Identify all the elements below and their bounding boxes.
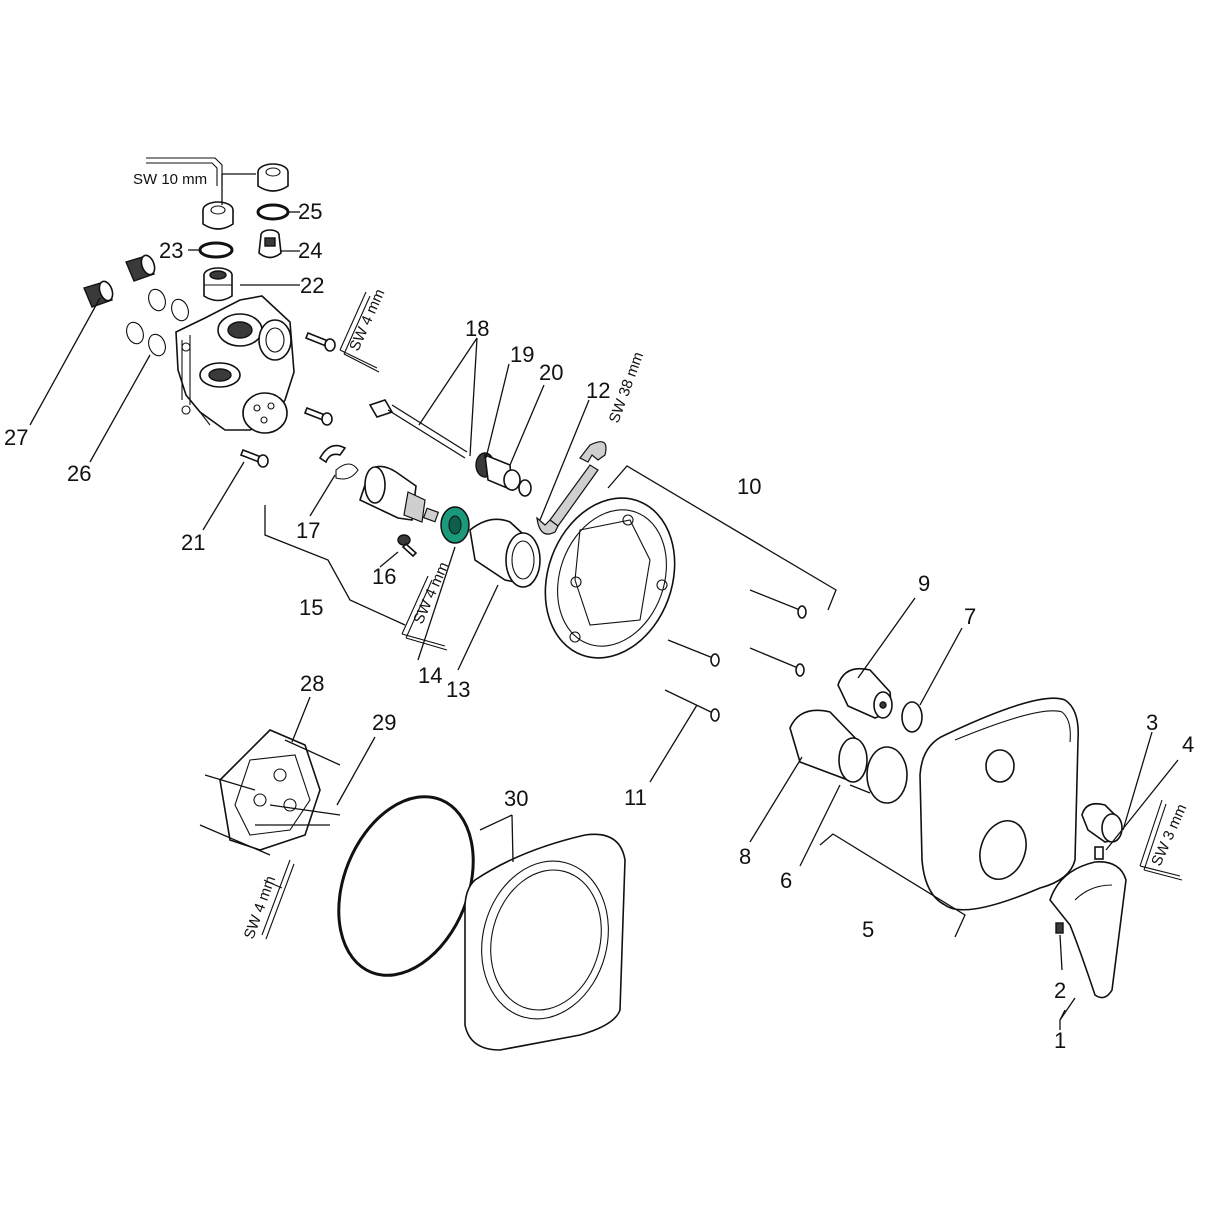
part-28-plaster-guard [199,729,341,856]
callout-6: 6 [780,868,792,893]
part-16-screw [397,534,418,558]
part-9-sleeve [837,667,893,719]
part-3-knob [1081,802,1123,843]
hex-key-4-bottom-icon [261,859,295,940]
callout-26: 26 [67,461,91,486]
callout-24: 24 [298,238,322,263]
tool-label-sw4-mid: SW 4 mm [410,560,452,627]
callout-20: 20 [539,360,563,385]
screw-middle [303,406,333,426]
callout-15: 15 [299,595,323,620]
callout-30: 30 [504,786,528,811]
part-11-bolts [664,589,807,722]
callout-17: 17 [296,518,320,543]
callout-5: 5 [862,917,874,942]
callout-8: 8 [739,844,751,869]
callout-21: 21 [181,530,205,555]
tool-label-sw4-bottom: SW 4 mm [241,874,279,942]
callout-1: 1 [1054,1028,1066,1053]
part-30-frame [464,833,626,1051]
callout-25: 25 [298,199,322,224]
part-29-seal-ring [337,795,475,977]
leader-lines [29,173,1179,1030]
callout-7: 7 [964,604,976,629]
tool-label-sw10: SW 10 mm [133,171,207,188]
callout-19: 19 [510,342,534,367]
callout-14: 14 [418,663,442,688]
part-7-oring [901,701,923,733]
part-14-green-ring [440,506,470,544]
part-2-grub-screw [1055,922,1064,934]
callout-28: 28 [300,671,324,696]
hex-key-4-mid-icon [401,575,448,651]
part-22-cartridge [203,267,233,302]
part-13-sleeve [469,518,541,588]
part-10-mounting-plate [544,497,676,659]
part-25-cap-top [257,163,289,192]
callout-12: 12 [586,378,610,403]
hex-key-4-top-icon [339,291,380,373]
part-12-wrench [536,441,607,535]
callout-2: 2 [1054,978,1066,1003]
callout-11: 11 [624,785,647,810]
callout-10: 10 [737,474,761,499]
callout-29: 29 [372,710,396,735]
callout-22: 22 [300,273,324,298]
callout-4: 4 [1182,732,1194,757]
part-21-screw [239,448,269,468]
part-27-nipple-a [125,254,156,282]
tool-label-sw3: SW 3 mm [1148,802,1190,869]
part-26-rings [126,288,189,357]
callout-16: 16 [372,564,396,589]
part-27-nipple-b [83,280,114,308]
part-19-20-valve-insert [475,452,532,497]
part-4-set-screw [1094,846,1104,860]
part-5-faceplate [919,697,1080,911]
callout-9: 9 [918,571,930,596]
part-1-lever-handle [1049,861,1127,999]
part-8-cover-sleeve [789,709,868,783]
part-18-spindle [368,399,468,459]
part-24-check-valve [258,229,282,259]
part-15-cartridge [359,465,440,523]
part-25-oring [256,203,290,221]
callout-13: 13 [446,677,470,702]
valve-body [175,295,295,434]
part-23-oring [198,241,234,259]
callout-18: 18 [465,316,489,341]
tool-label-sw38: SW 38 mm [606,350,647,426]
part-6-oring [866,746,908,804]
part-17-clip [318,444,359,480]
part-cap-left [202,201,234,230]
callout-27: 27 [4,425,28,450]
callout-23: 23 [159,238,183,263]
tool-label-sw4-top: SW 4 mm [346,287,388,354]
callout-3: 3 [1146,710,1158,735]
hex-key-3-icon [1139,799,1183,881]
screw-upper [304,331,336,352]
